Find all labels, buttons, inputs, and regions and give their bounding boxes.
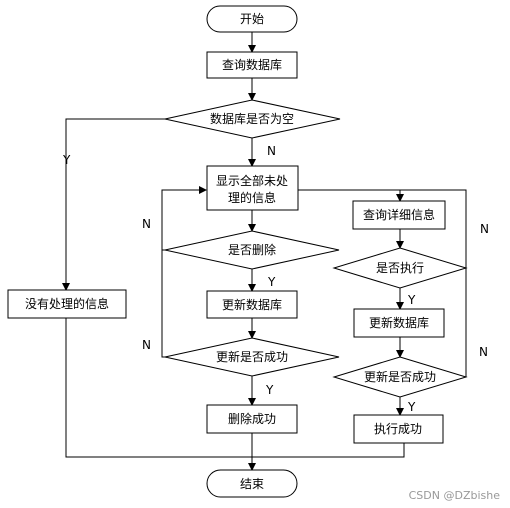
label-execute-yes: Y <box>407 293 416 307</box>
end-label: 结束 <box>240 477 264 491</box>
execute-success-node: 执行成功 <box>353 414 444 444</box>
update-success-right-label: 更新是否成功 <box>364 369 436 384</box>
label-right-success-yes: Y <box>407 400 416 414</box>
is-empty-decision: 数据库是否为空 <box>164 99 341 139</box>
update-db-right-node: 更新数据库 <box>353 308 445 338</box>
execute-success-label: 执行成功 <box>374 422 422 436</box>
is-delete-decision: 是否删除 <box>164 230 340 270</box>
is-empty-label: 数据库是否为空 <box>210 111 294 126</box>
edge-show-to-detail <box>298 189 404 202</box>
edge-executed-to-end <box>252 443 405 458</box>
label-delete-no: N <box>142 217 151 231</box>
update-db-right-label: 更新数据库 <box>369 315 429 330</box>
is-delete-label: 是否删除 <box>228 242 276 257</box>
update-db-left-label: 更新数据库 <box>222 297 282 312</box>
show-unprocessed-node: 显示全部未处 理的信息 <box>206 165 299 211</box>
label-right-success-no: N <box>479 345 488 359</box>
end-node: 结束 <box>206 469 298 498</box>
query-detail-node: 查询详细信息 <box>352 200 446 230</box>
query-db-node: 查询数据库 <box>206 51 298 79</box>
update-success-left-label: 更新是否成功 <box>216 349 288 364</box>
edge-empty-yes-to-none <box>62 118 165 291</box>
update-db-left-node: 更新数据库 <box>206 290 298 319</box>
query-db-label: 查询数据库 <box>222 57 282 72</box>
edge-none-to-end <box>65 318 252 458</box>
edge-labels: Y N Y N Y N Y N Y N <box>62 144 489 414</box>
start-node: 开始 <box>206 5 298 33</box>
watermark: CSDN @DZbishe <box>409 489 501 502</box>
is-execute-label: 是否执行 <box>376 261 424 275</box>
start-label: 开始 <box>240 12 264 26</box>
no-unprocessed-node: 没有处理的信息 <box>7 289 127 319</box>
label-empty-yes: Y <box>62 153 71 167</box>
is-execute-decision: 是否执行 <box>332 247 468 289</box>
update-success-right-decision: 更新是否成功 <box>332 356 468 398</box>
update-success-left-decision: 更新是否成功 <box>164 337 340 377</box>
label-empty-no: N <box>267 144 276 158</box>
edge-delete-no-loop <box>161 186 207 251</box>
show-unprocessed-label-line2: 理的信息 <box>228 190 276 205</box>
query-detail-label: 查询详细信息 <box>363 207 435 222</box>
label-execute-no: N <box>480 222 489 236</box>
delete-success-node: 删除成功 <box>206 404 298 434</box>
delete-success-label: 删除成功 <box>228 411 276 426</box>
label-left-success-yes: Y <box>265 383 274 397</box>
connectors <box>62 32 467 471</box>
label-left-success-no: N <box>142 338 151 352</box>
edge-left-success-no-loop <box>161 190 165 358</box>
show-unprocessed-label-line1: 显示全部未处 <box>216 173 288 188</box>
label-delete-yes: Y <box>267 275 276 289</box>
edge-execute-no-loop <box>400 189 467 268</box>
no-unprocessed-label: 没有处理的信息 <box>25 296 109 311</box>
